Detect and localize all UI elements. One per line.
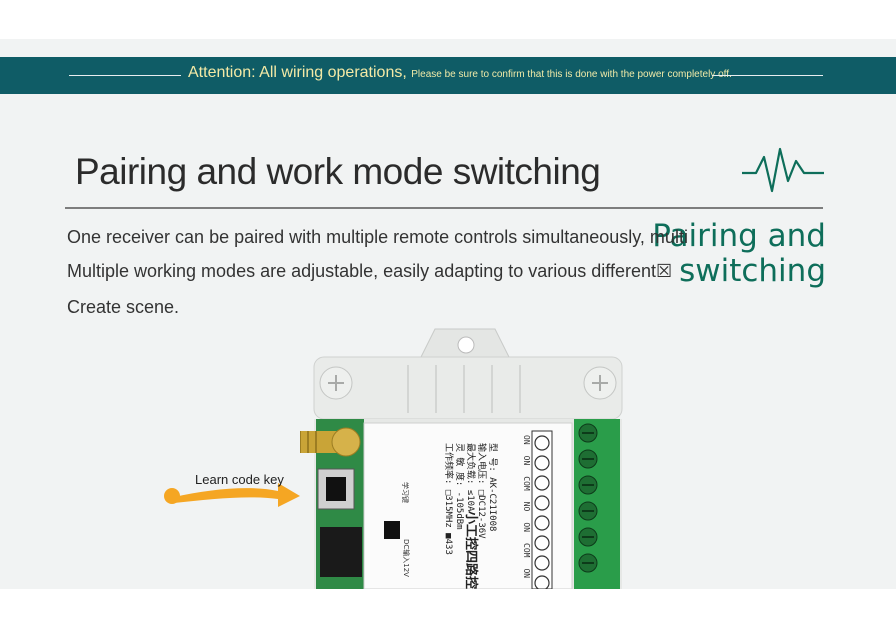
receiver-device-image bbox=[300, 328, 623, 589]
spec-line: 工作频率: □315MHz ■433 bbox=[443, 443, 453, 555]
pulse-wave-icon bbox=[742, 147, 824, 193]
terminal-label: COM bbox=[522, 476, 531, 491]
spec-line: 型 号: AK-C21I008 bbox=[487, 443, 497, 532]
spec-line: 输入电压: □DC12-36V bbox=[476, 443, 486, 539]
section-title: Pairing and work mode switching bbox=[75, 151, 601, 192]
banner-text: Attention: All wiring operations, Please… bbox=[188, 64, 732, 82]
terminal-label: ON bbox=[522, 522, 531, 533]
side-title-line2: switching bbox=[679, 253, 826, 289]
spec-line: 最大负载: ≤10A bbox=[465, 443, 475, 512]
attention-banner: Attention: All wiring operations, Please… bbox=[0, 57, 896, 94]
learn-key-label: 学习键 bbox=[401, 482, 409, 503]
device-spec-block: 型 号: AK-C21I008 输入电压: □DC12-36V 最大负载: ≤1… bbox=[442, 443, 497, 555]
terminal-labels: ON ON COM NO ON COM ON ON bbox=[521, 435, 531, 589]
callout-arrow-icon bbox=[164, 483, 300, 507]
power-jack bbox=[320, 527, 362, 577]
terminal-label: COM bbox=[522, 543, 531, 558]
terminal-label: NO bbox=[522, 501, 531, 512]
side-title-line1: Pairing and bbox=[652, 218, 826, 254]
description-line-2: Multiple working modes are adjustable, e… bbox=[67, 261, 673, 281]
power-input-label: DC输入12V bbox=[402, 539, 410, 577]
learn-code-key-label: Learn code key bbox=[195, 472, 284, 487]
terminal-label: ON bbox=[522, 568, 531, 579]
product-panel: Attention: All wiring operations, Please… bbox=[0, 39, 896, 589]
learn-key-marker bbox=[384, 521, 400, 539]
housing-top bbox=[313, 356, 623, 420]
description-line-1: One receiver can be paired with multiple… bbox=[67, 227, 688, 247]
banner-left-rule bbox=[69, 75, 181, 76]
side-title: Pairing and switching bbox=[652, 219, 826, 289]
banner-small-text: Please be sure to confirm that this is d… bbox=[411, 69, 732, 80]
banner-right-rule bbox=[712, 75, 823, 76]
description-line-3: Create scene. bbox=[67, 297, 180, 317]
banner-main-text: Attention: All wiring operations, bbox=[188, 64, 407, 81]
terminal-label: ON bbox=[522, 435, 531, 445]
terminal-label: ON bbox=[522, 455, 531, 466]
spec-line: 灵 敏 度: -105dBm bbox=[454, 443, 464, 530]
title-divider bbox=[65, 207, 823, 209]
